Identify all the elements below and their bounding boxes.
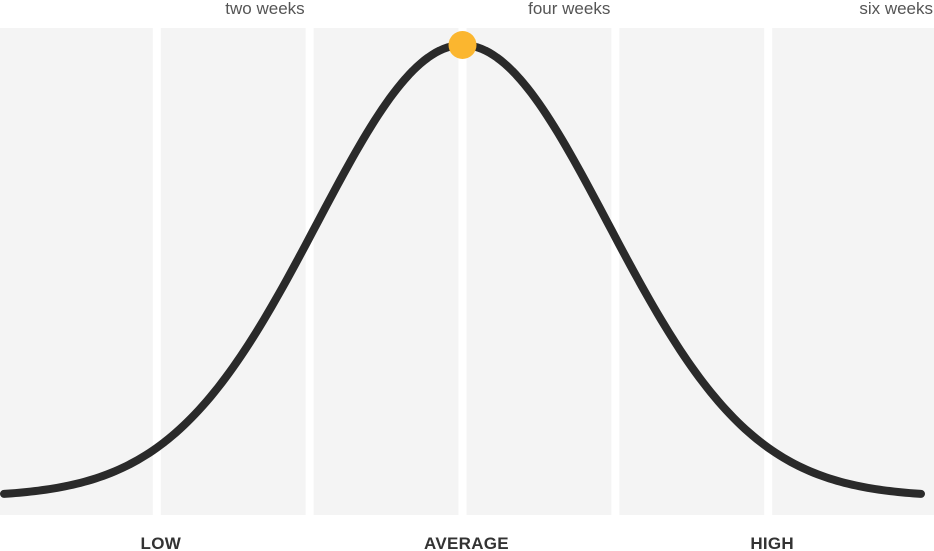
background-band (772, 28, 934, 515)
week-label: six weeks (859, 0, 933, 18)
category-label: HIGH (750, 534, 794, 551)
background-bands (0, 28, 934, 515)
week-label: two weeks (225, 0, 304, 18)
background-band (619, 28, 765, 515)
peak-marker (448, 31, 477, 59)
top-week-labels: two weeks four weeks six weeks (225, 0, 933, 18)
bottom-category-labels: LOW AVERAGE HIGH (141, 534, 794, 551)
category-label: AVERAGE (424, 534, 509, 551)
background-band (160, 28, 306, 515)
background-band (0, 28, 153, 515)
week-label: four weeks (528, 0, 610, 18)
category-label: LOW (141, 534, 182, 551)
